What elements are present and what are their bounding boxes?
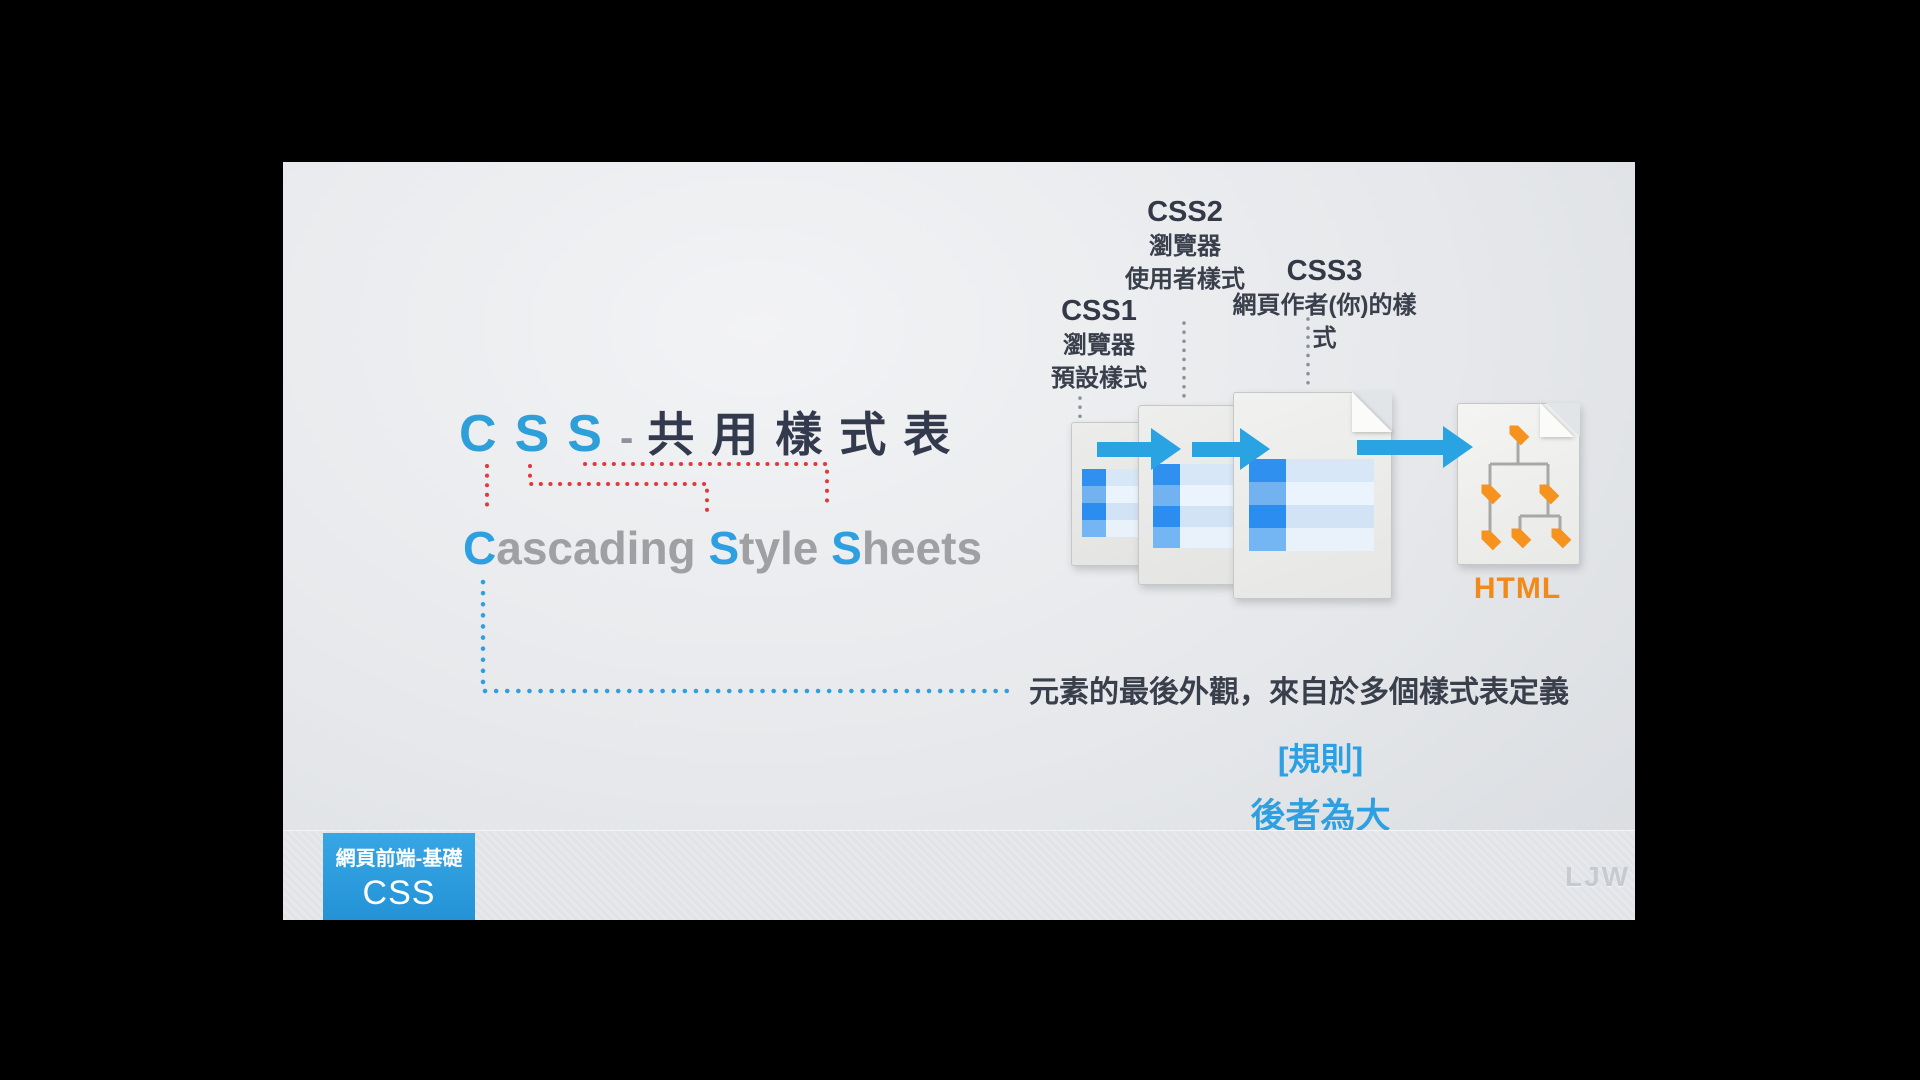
subtitle-s1: S xyxy=(708,522,740,574)
tag-icon xyxy=(1481,530,1502,551)
page-curl-icon xyxy=(1540,403,1580,443)
rule-body: 後者為大 xyxy=(1250,797,1391,836)
subtitle-s2: S xyxy=(831,522,862,574)
css2-title: CSS2 xyxy=(1147,196,1223,228)
css1-line2: 預設樣式 xyxy=(1051,365,1147,392)
bottom-band xyxy=(283,830,1635,920)
subtitle-ascading: ascading xyxy=(496,522,709,574)
css3-label: CSS3 網頁作者(你)的樣式 xyxy=(1227,253,1422,355)
slide: C S S - 共用樣式表 Cascading Style Sheets 元素的… xyxy=(283,162,1635,920)
title-letter-s2: S xyxy=(567,405,602,463)
tag-icon xyxy=(1509,425,1530,446)
css3-title: CSS3 xyxy=(1286,255,1363,287)
annotation-text: 元素的最後外觀，來自於多個樣式表定義 xyxy=(1029,676,1569,709)
title-letter-s1: S xyxy=(514,405,550,463)
tag-tree-icon xyxy=(1481,425,1572,551)
subtitle-heets: heets xyxy=(861,522,983,574)
css2-line1: 瀏覽器 xyxy=(1149,233,1221,260)
css1-label: CSS1 瀏覽器 預設樣式 xyxy=(1024,293,1174,395)
stylesheet-document-icon-3 xyxy=(1233,392,1392,599)
page-title: C S S - 共用樣式表 xyxy=(459,396,967,465)
red-dotted-line-s2 xyxy=(583,462,829,510)
subtitle-c: C xyxy=(463,522,497,574)
css1-title: CSS1 xyxy=(1061,295,1137,327)
arrow-right-icon-3 xyxy=(1357,426,1473,468)
tag-icon xyxy=(1511,528,1532,549)
tag-icon xyxy=(1539,484,1560,505)
arrow-right-icon-2 xyxy=(1192,428,1270,470)
html-document-icon xyxy=(1457,403,1580,565)
watermark-logo: LJW xyxy=(1565,861,1631,892)
blue-dotted-line xyxy=(480,579,1020,694)
tag-icon xyxy=(1481,484,1502,505)
badge-course-name: 網頁前端-基礎 xyxy=(335,848,463,870)
badge-topic: CSS xyxy=(362,874,436,912)
arrow-right-icon-1 xyxy=(1097,428,1181,470)
css1-line1: 瀏覽器 xyxy=(1063,332,1135,359)
title-cjk: 共用樣式表 xyxy=(647,408,968,461)
rule-block: [規則] 後者為大 xyxy=(1233,734,1408,839)
subtitle-tyle: tyle xyxy=(739,522,832,574)
red-dotted-line-s1 xyxy=(528,464,709,513)
rule-header: [規則] xyxy=(1277,741,1364,777)
stylesheet-table-icon xyxy=(1249,459,1374,551)
title-letter-c: C xyxy=(459,405,497,463)
css2-label: CSS2 瀏覽器 使用者樣式 xyxy=(1110,194,1260,296)
course-badge: 網頁前端-基礎 CSS xyxy=(323,833,475,920)
html-label: HTML xyxy=(1473,572,1562,605)
tag-icon xyxy=(1551,528,1572,549)
css3-line1: 網頁作者(你)的樣式 xyxy=(1232,292,1417,352)
title-dash: - xyxy=(619,416,634,460)
subtitle-cascading-style-sheets: Cascading Style Sheets xyxy=(463,521,982,575)
css2-line2: 使用者樣式 xyxy=(1125,266,1245,293)
